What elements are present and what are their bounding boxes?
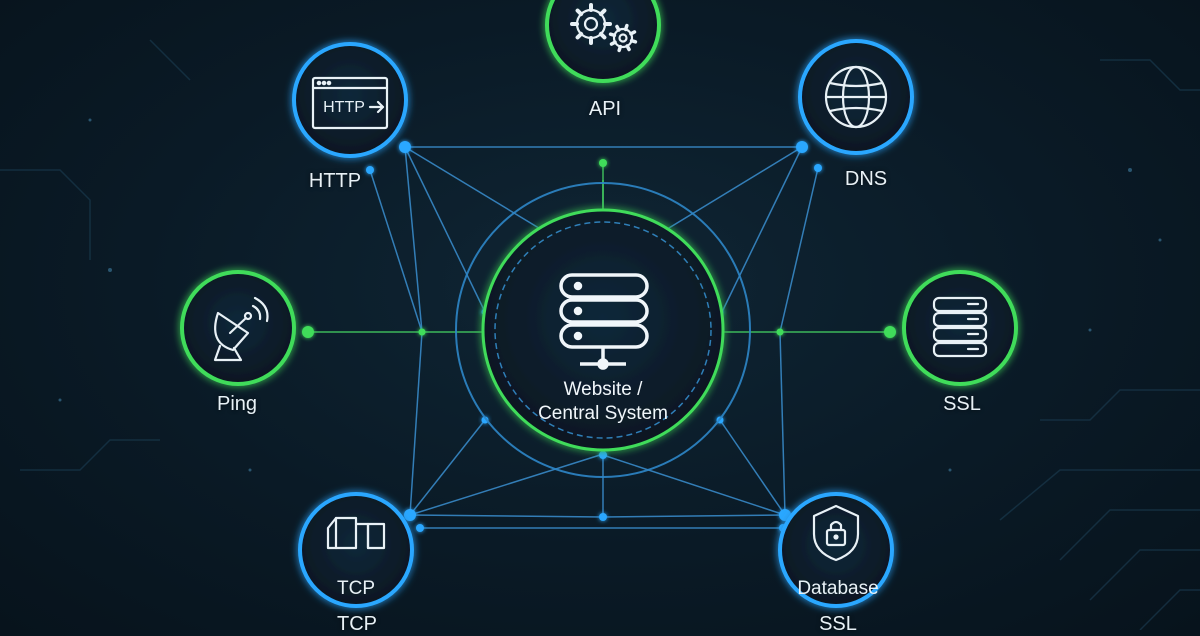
background-circuits	[0, 39, 1200, 630]
connection-node-dot	[814, 164, 822, 172]
node-database: Database	[778, 492, 894, 608]
shield-lock-icon	[812, 504, 860, 562]
node-inner-label: Database	[797, 578, 878, 599]
connection-line	[409, 419, 486, 516]
connection-line	[409, 454, 601, 516]
service-nodes: HTTP TCP Database	[180, 0, 1018, 608]
globe-icon	[824, 65, 888, 129]
connection-node-dot	[418, 328, 426, 336]
connection-node-dot	[416, 524, 424, 532]
connection-node-dot	[599, 159, 607, 167]
central-system-label: Website / Central System	[538, 378, 668, 426]
connection-node-dot	[366, 166, 374, 174]
http-icon-text: HTTP	[323, 99, 365, 116]
node-label-tcp: TCP	[337, 613, 377, 635]
connection-node-dot	[481, 416, 489, 424]
gears-icon	[570, 3, 638, 53]
blocks-icon	[326, 516, 386, 550]
connection-line	[779, 167, 819, 333]
connection-line	[602, 454, 786, 516]
node-label-api: API	[588, 98, 622, 120]
background-dots	[58, 118, 1162, 472]
connection-node-dot	[599, 513, 607, 521]
node-label-ssl: SSL	[943, 393, 981, 415]
database-icon	[932, 296, 988, 358]
node-ring	[180, 270, 296, 386]
node-inner-label: TCP	[337, 578, 375, 599]
server-network-icon	[559, 273, 649, 370]
node-tcp: TCP	[298, 492, 414, 608]
connection-node-dot	[404, 509, 416, 521]
central-hub	[455, 182, 751, 478]
connection-line	[409, 331, 423, 516]
connection-line	[602, 514, 786, 518]
connection-node-dot	[796, 141, 808, 153]
browser-window-icon: HTTP	[311, 76, 389, 130]
hub-outer-ring	[455, 182, 751, 478]
node-api	[545, 0, 661, 83]
connection-line	[404, 146, 423, 333]
connection-node-dot	[302, 326, 314, 338]
node-label-database: SSL	[819, 613, 857, 635]
connection-node-dot	[884, 326, 896, 338]
satellite-dish-icon	[213, 296, 269, 362]
center-title-line2: Central System	[538, 403, 668, 424]
connection-line	[404, 146, 486, 313]
center-title-line1: Website /	[563, 379, 643, 400]
connection-line	[369, 169, 423, 333]
node-ssl	[902, 270, 1018, 386]
node-http: HTTP	[292, 42, 408, 158]
node-ring	[298, 492, 414, 608]
hub-dashed-ring	[494, 221, 712, 439]
connection-line	[719, 419, 786, 516]
node-ring	[778, 492, 894, 608]
connection-node-dot	[599, 451, 607, 459]
node-label-http: HTTP	[308, 170, 362, 192]
hub-main-ring	[481, 208, 725, 452]
node-ring	[545, 0, 661, 83]
node-ping	[180, 270, 296, 386]
connection-line	[721, 146, 803, 313]
node-dns	[798, 39, 914, 155]
connection-line	[779, 331, 786, 516]
connection-node-dot	[776, 328, 784, 336]
connection-line	[409, 514, 604, 518]
connection-node-dot	[399, 141, 411, 153]
node-label-ping: Ping	[216, 393, 258, 415]
node-label-dns: DNS	[844, 168, 888, 190]
